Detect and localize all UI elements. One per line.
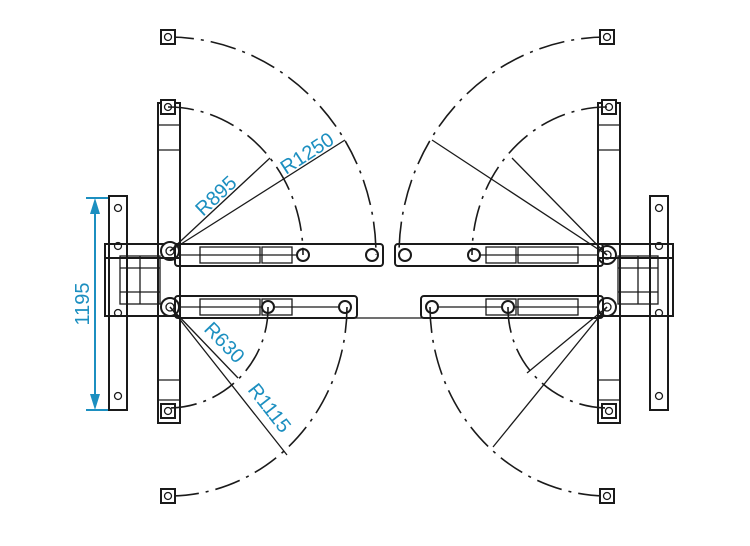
left-post-assembly (104, 99, 384, 424)
width-label: 1195 (72, 282, 94, 325)
left-upper-arm (174, 243, 384, 267)
radius-label-r895: R895 (191, 172, 241, 221)
radius-label-r630: R630 (199, 318, 248, 368)
left-lower-arm (174, 295, 358, 319)
right-post-assembly (394, 99, 674, 424)
width-dimension: 1195 (72, 197, 108, 411)
right-lower-arm (420, 295, 604, 319)
right-upper-arm (394, 243, 604, 267)
right-carriage (597, 243, 674, 317)
left-carriage (104, 243, 181, 317)
left-column (157, 102, 181, 424)
radius-label-r1250: R1250 (277, 129, 338, 180)
swing-arcs (167, 36, 608, 497)
left-base-plate (108, 195, 128, 411)
radius-lines (169, 139, 608, 456)
right-base-plate (649, 195, 669, 411)
arm-pads (160, 29, 615, 504)
